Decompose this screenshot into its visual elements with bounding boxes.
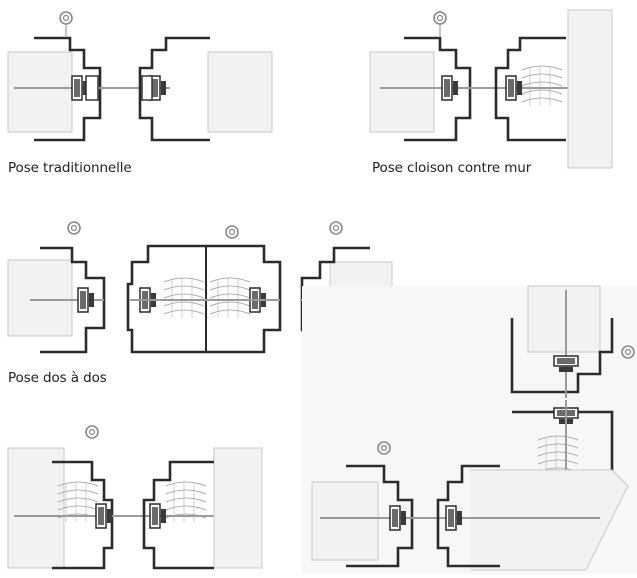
- wood-grain-icon: [521, 65, 563, 107]
- caption-pose-traditionnelle: Pose traditionnelle: [8, 160, 132, 176]
- diagram-bottom-right: [302, 285, 637, 574]
- caption-pose-dos-a-dos: Pose dos à dos: [8, 370, 107, 386]
- diagram-bottom-left: [7, 425, 263, 570]
- caption-pose-cloison-contre-mur: Pose cloison contre mur: [372, 160, 532, 176]
- diagram-cloison-contre-mur: [369, 9, 613, 169]
- screw-icon: [59, 11, 73, 25]
- diagram-traditionnelle: [7, 11, 273, 142]
